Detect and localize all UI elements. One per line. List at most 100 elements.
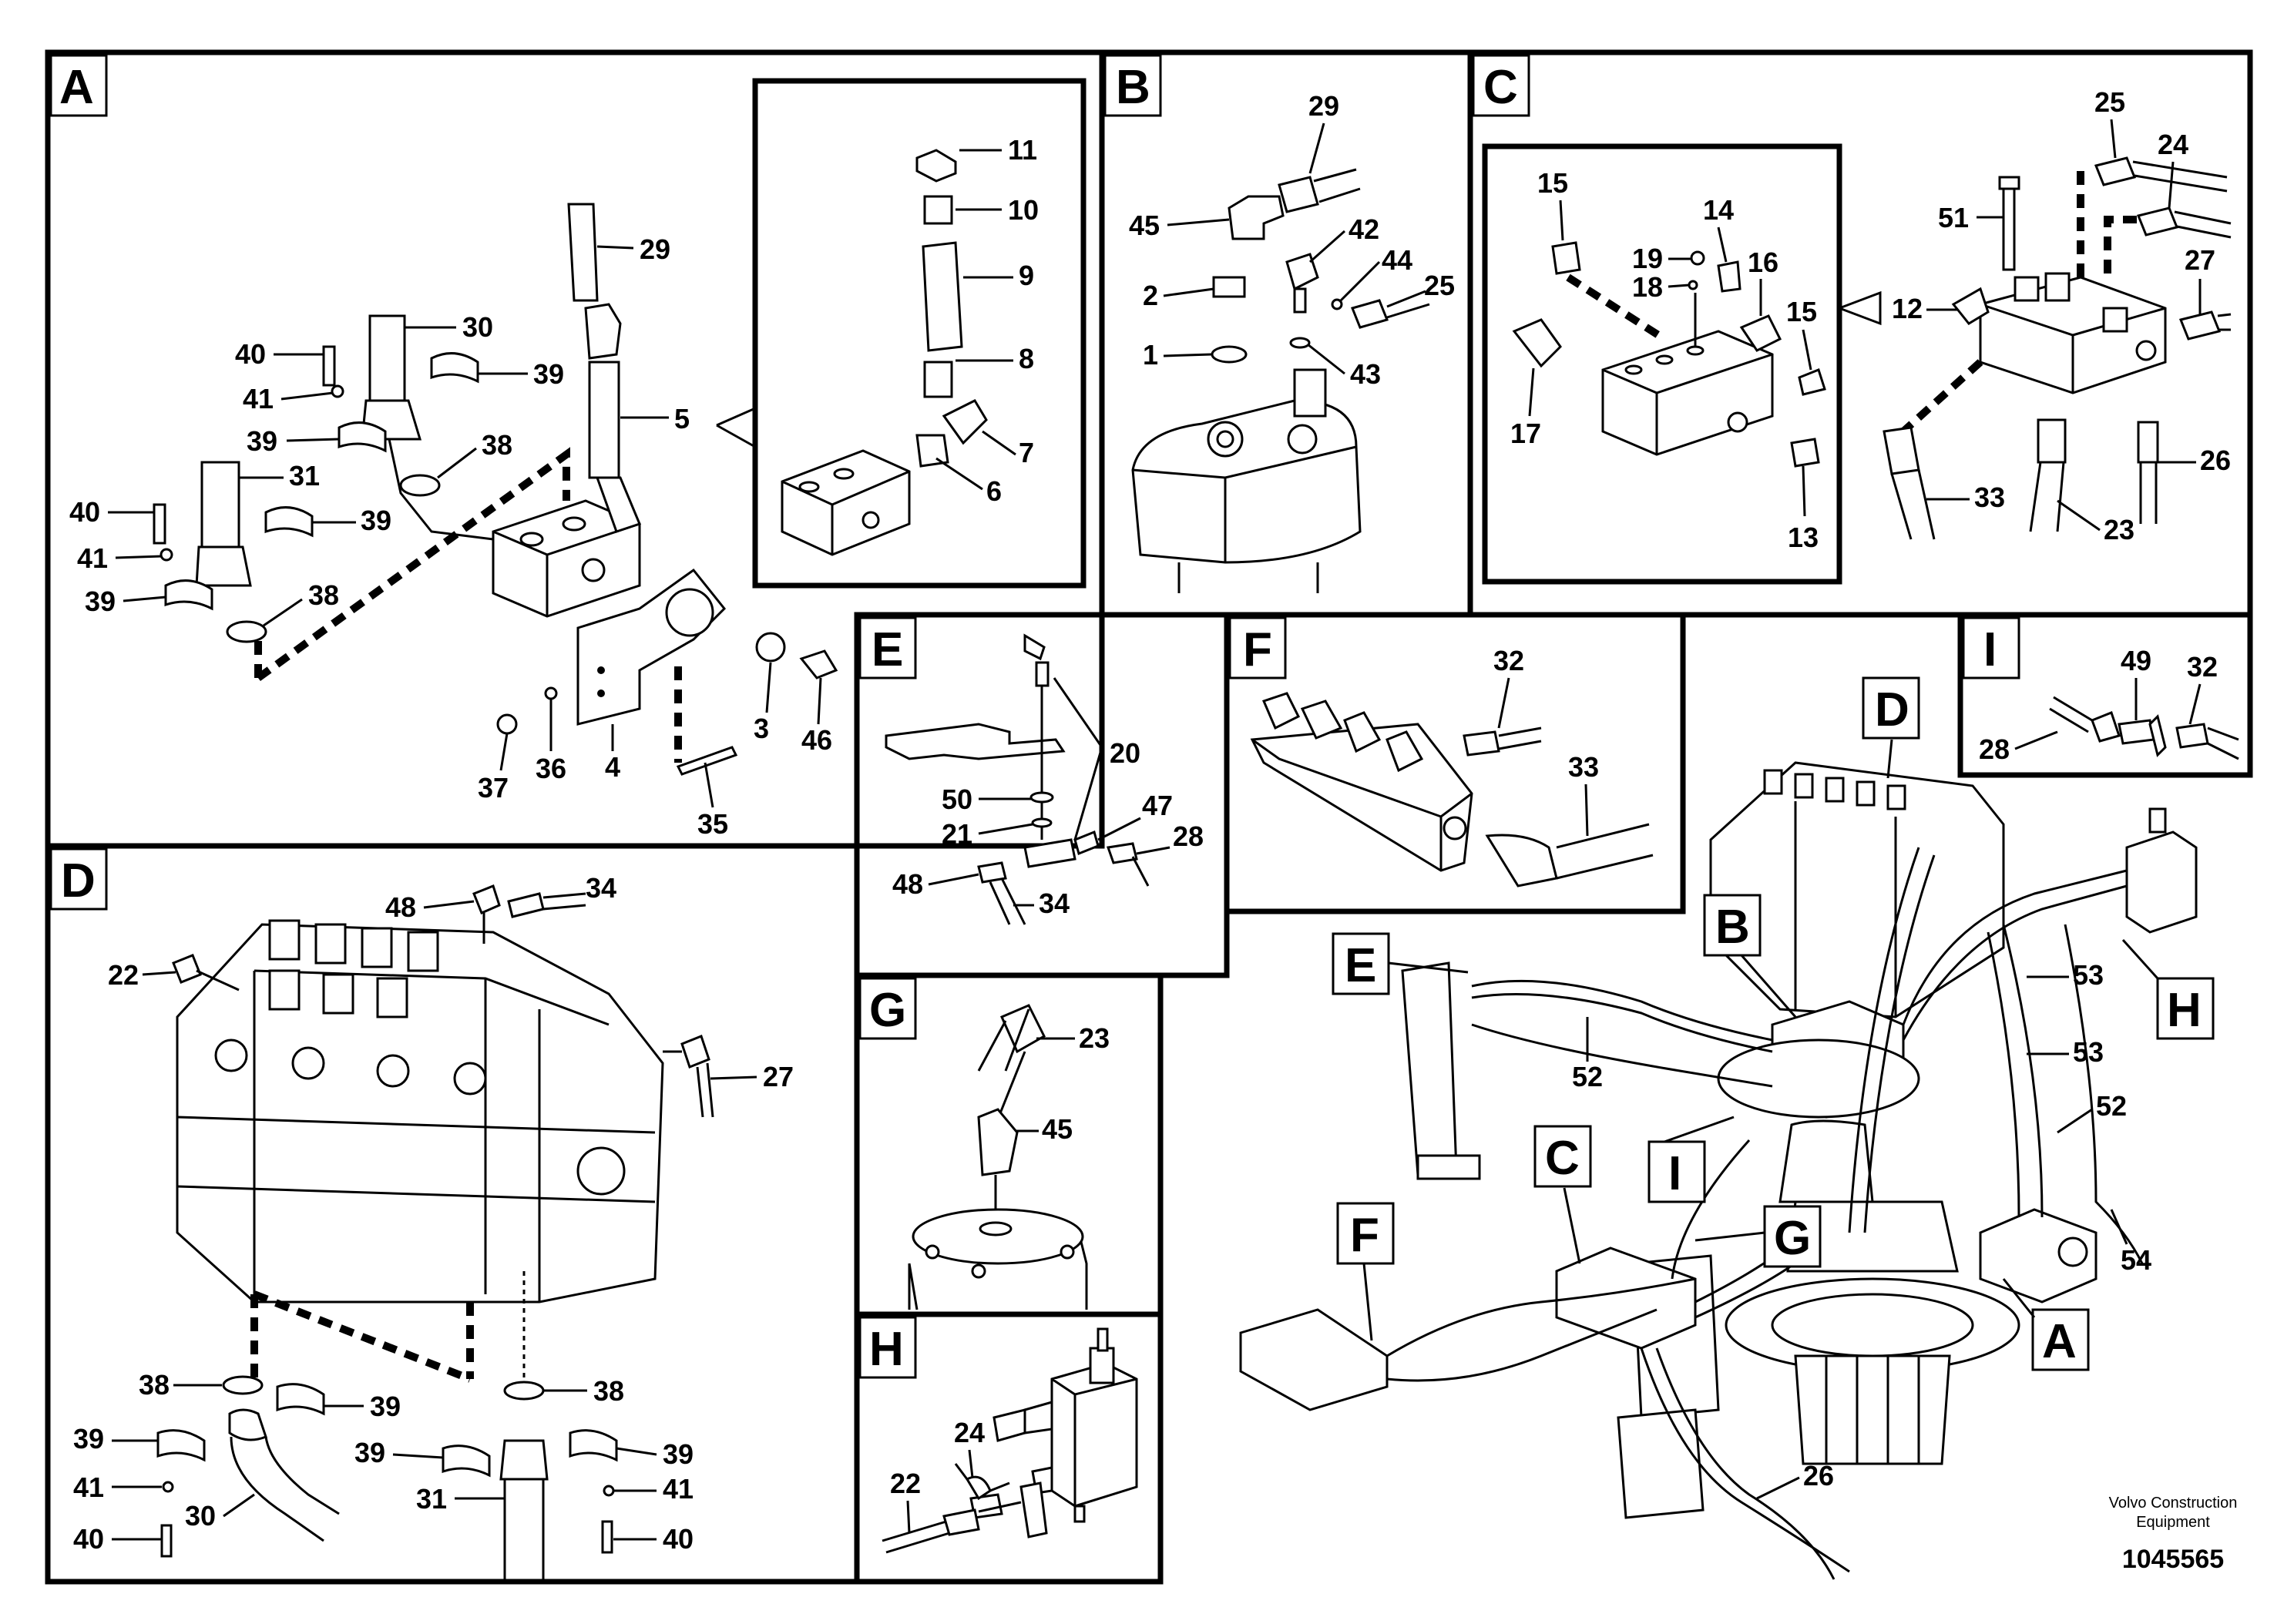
label-d-38-r: 38 — [593, 1375, 624, 1407]
callout-g: G — [1774, 1212, 1811, 1265]
panel-a-title: A — [59, 61, 94, 114]
label-overview-53-t: 53 — [2073, 959, 2104, 991]
callout-f: F — [1350, 1209, 1379, 1262]
label-a-11: 11 — [1008, 134, 1037, 166]
label-c-17: 17 — [1510, 418, 1541, 449]
label-a-39-top: 39 — [247, 425, 277, 457]
label-c-18: 18 — [1632, 271, 1663, 303]
label-a-41-top: 41 — [243, 383, 274, 414]
panel-g-labels: 23 45 — [1016, 1022, 1110, 1145]
label-c-15: 15 — [1786, 296, 1817, 327]
label-c-13: 13 — [1788, 522, 1819, 553]
panel-d-drawing — [156, 884, 714, 1579]
panel-c-title: C — [1483, 61, 1518, 114]
label-b-2: 2 — [1143, 280, 1158, 311]
overview-callouts: D B E C I G F A H — [1332, 676, 2215, 1371]
label-a-39-mid: 39 — [361, 505, 391, 536]
label-d-39-r: 39 — [663, 1438, 694, 1470]
label-a-40-top: 40 — [235, 338, 266, 370]
label-d-48: 48 — [385, 891, 416, 923]
panel-h-drawing — [882, 1327, 1138, 1554]
panel-i-drawing — [2049, 696, 2239, 760]
label-a-39-bot: 39 — [85, 586, 116, 617]
panel-frames — [45, 49, 2253, 1585]
label-c-23: 23 — [2104, 514, 2134, 545]
label-overview-53-b: 53 — [2073, 1036, 2104, 1068]
company-line-1: Volvo Construction — [2109, 1495, 2238, 1512]
label-a-7: 7 — [1019, 437, 1034, 468]
label-d-40-r: 40 — [663, 1523, 694, 1555]
overview-labels: 52 53 53 52 54 26 — [1572, 959, 2151, 1500]
label-a-40-bot: 40 — [69, 496, 100, 528]
label-a-8: 8 — [1019, 343, 1034, 374]
panel-f-drawing — [1250, 692, 1654, 887]
callout-e: E — [1345, 939, 1376, 992]
label-c-14: 14 — [1703, 194, 1734, 226]
label-d-39-l: 39 — [73, 1423, 104, 1455]
label-b-44: 44 — [1382, 244, 1412, 276]
label-a-37: 37 — [478, 772, 509, 804]
label-a-6: 6 — [986, 475, 1002, 507]
panel-h-title: H — [869, 1323, 904, 1376]
label-c-12: 12 — [1892, 293, 1923, 324]
panel-c-inset-drawing — [1512, 241, 1826, 468]
panel-b-labels: 29 45 42 44 25 2 1 43 — [1129, 90, 1455, 390]
label-c-51: 51 — [1938, 202, 1969, 233]
label-b-29: 29 — [1308, 90, 1339, 122]
panel-a-labels: 11 10 9 8 7 6 29 5 30 39 40 41 39 38 31 … — [69, 134, 1039, 840]
panel-a-inset-drawing — [781, 149, 988, 556]
label-c-16: 16 — [1748, 247, 1778, 278]
panel-e-labels: 20 50 21 47 28 48 34 — [892, 737, 1204, 919]
label-b-25: 25 — [1424, 270, 1455, 301]
label-e-50: 50 — [942, 783, 972, 815]
panel-e-drawing — [885, 633, 1150, 925]
label-e-28: 28 — [1173, 820, 1204, 852]
panel-c-labels: 25 24 15 14 19 18 16 15 17 13 51 27 12 2… — [1510, 86, 2231, 553]
callout-d: D — [1875, 683, 1909, 737]
panel-title-boxes: A B C D E F I G H — [49, 54, 2020, 1379]
label-e-47: 47 — [1142, 790, 1173, 821]
panel-d-title: D — [61, 854, 96, 908]
label-d-34: 34 — [586, 872, 616, 904]
document-number: 1045565 — [2122, 1545, 2224, 1574]
label-a-5: 5 — [674, 403, 690, 435]
label-h-24: 24 — [954, 1417, 985, 1448]
footer: Volvo Construction Equipment 1045565 — [2109, 1495, 2238, 1574]
label-overview-52-r: 52 — [2096, 1090, 2127, 1122]
label-a-36: 36 — [536, 753, 566, 784]
label-a-10: 10 — [1008, 194, 1039, 226]
label-a-38-top: 38 — [482, 429, 512, 461]
label-b-43: 43 — [1350, 358, 1381, 390]
overview-drawing — [1239, 761, 2198, 1580]
panel-g-drawing — [908, 1004, 1088, 1310]
label-c-25: 25 — [2094, 86, 2125, 118]
panel-e-title: E — [872, 623, 903, 676]
label-f-32: 32 — [1493, 645, 1524, 676]
callout-c: C — [1545, 1132, 1580, 1185]
label-d-30: 30 — [185, 1500, 216, 1532]
label-b-42: 42 — [1349, 213, 1379, 245]
label-g-45: 45 — [1042, 1113, 1073, 1145]
label-e-20: 20 — [1110, 737, 1140, 769]
label-a-4: 4 — [605, 751, 620, 783]
label-d-38-l: 38 — [139, 1369, 170, 1401]
label-c-26: 26 — [2200, 445, 2231, 476]
label-a-39-r: 39 — [533, 358, 564, 390]
label-c-24: 24 — [2158, 129, 2188, 160]
callout-i: I — [1668, 1147, 1681, 1200]
panel-c-drawing — [1839, 156, 2232, 540]
label-c-27: 27 — [2185, 244, 2215, 276]
panel-i-labels: 49 32 28 — [1979, 645, 2218, 765]
label-g-23: 23 — [1079, 1022, 1110, 1054]
panel-d-labels: 48 34 22 27 38 39 38 39 30 39 39 41 40 3… — [73, 872, 794, 1555]
label-a-9: 9 — [1019, 260, 1034, 291]
label-i-49: 49 — [2121, 645, 2151, 676]
label-overview-26: 26 — [1803, 1460, 1834, 1491]
label-overview-52-l: 52 — [1572, 1061, 1603, 1092]
callout-h: H — [2167, 984, 2202, 1037]
panel-f-title: F — [1243, 623, 1272, 676]
label-d-27: 27 — [763, 1061, 794, 1092]
panel-f-labels: 32 33 — [1493, 645, 1599, 837]
company-line-2: Equipment — [2136, 1514, 2210, 1531]
